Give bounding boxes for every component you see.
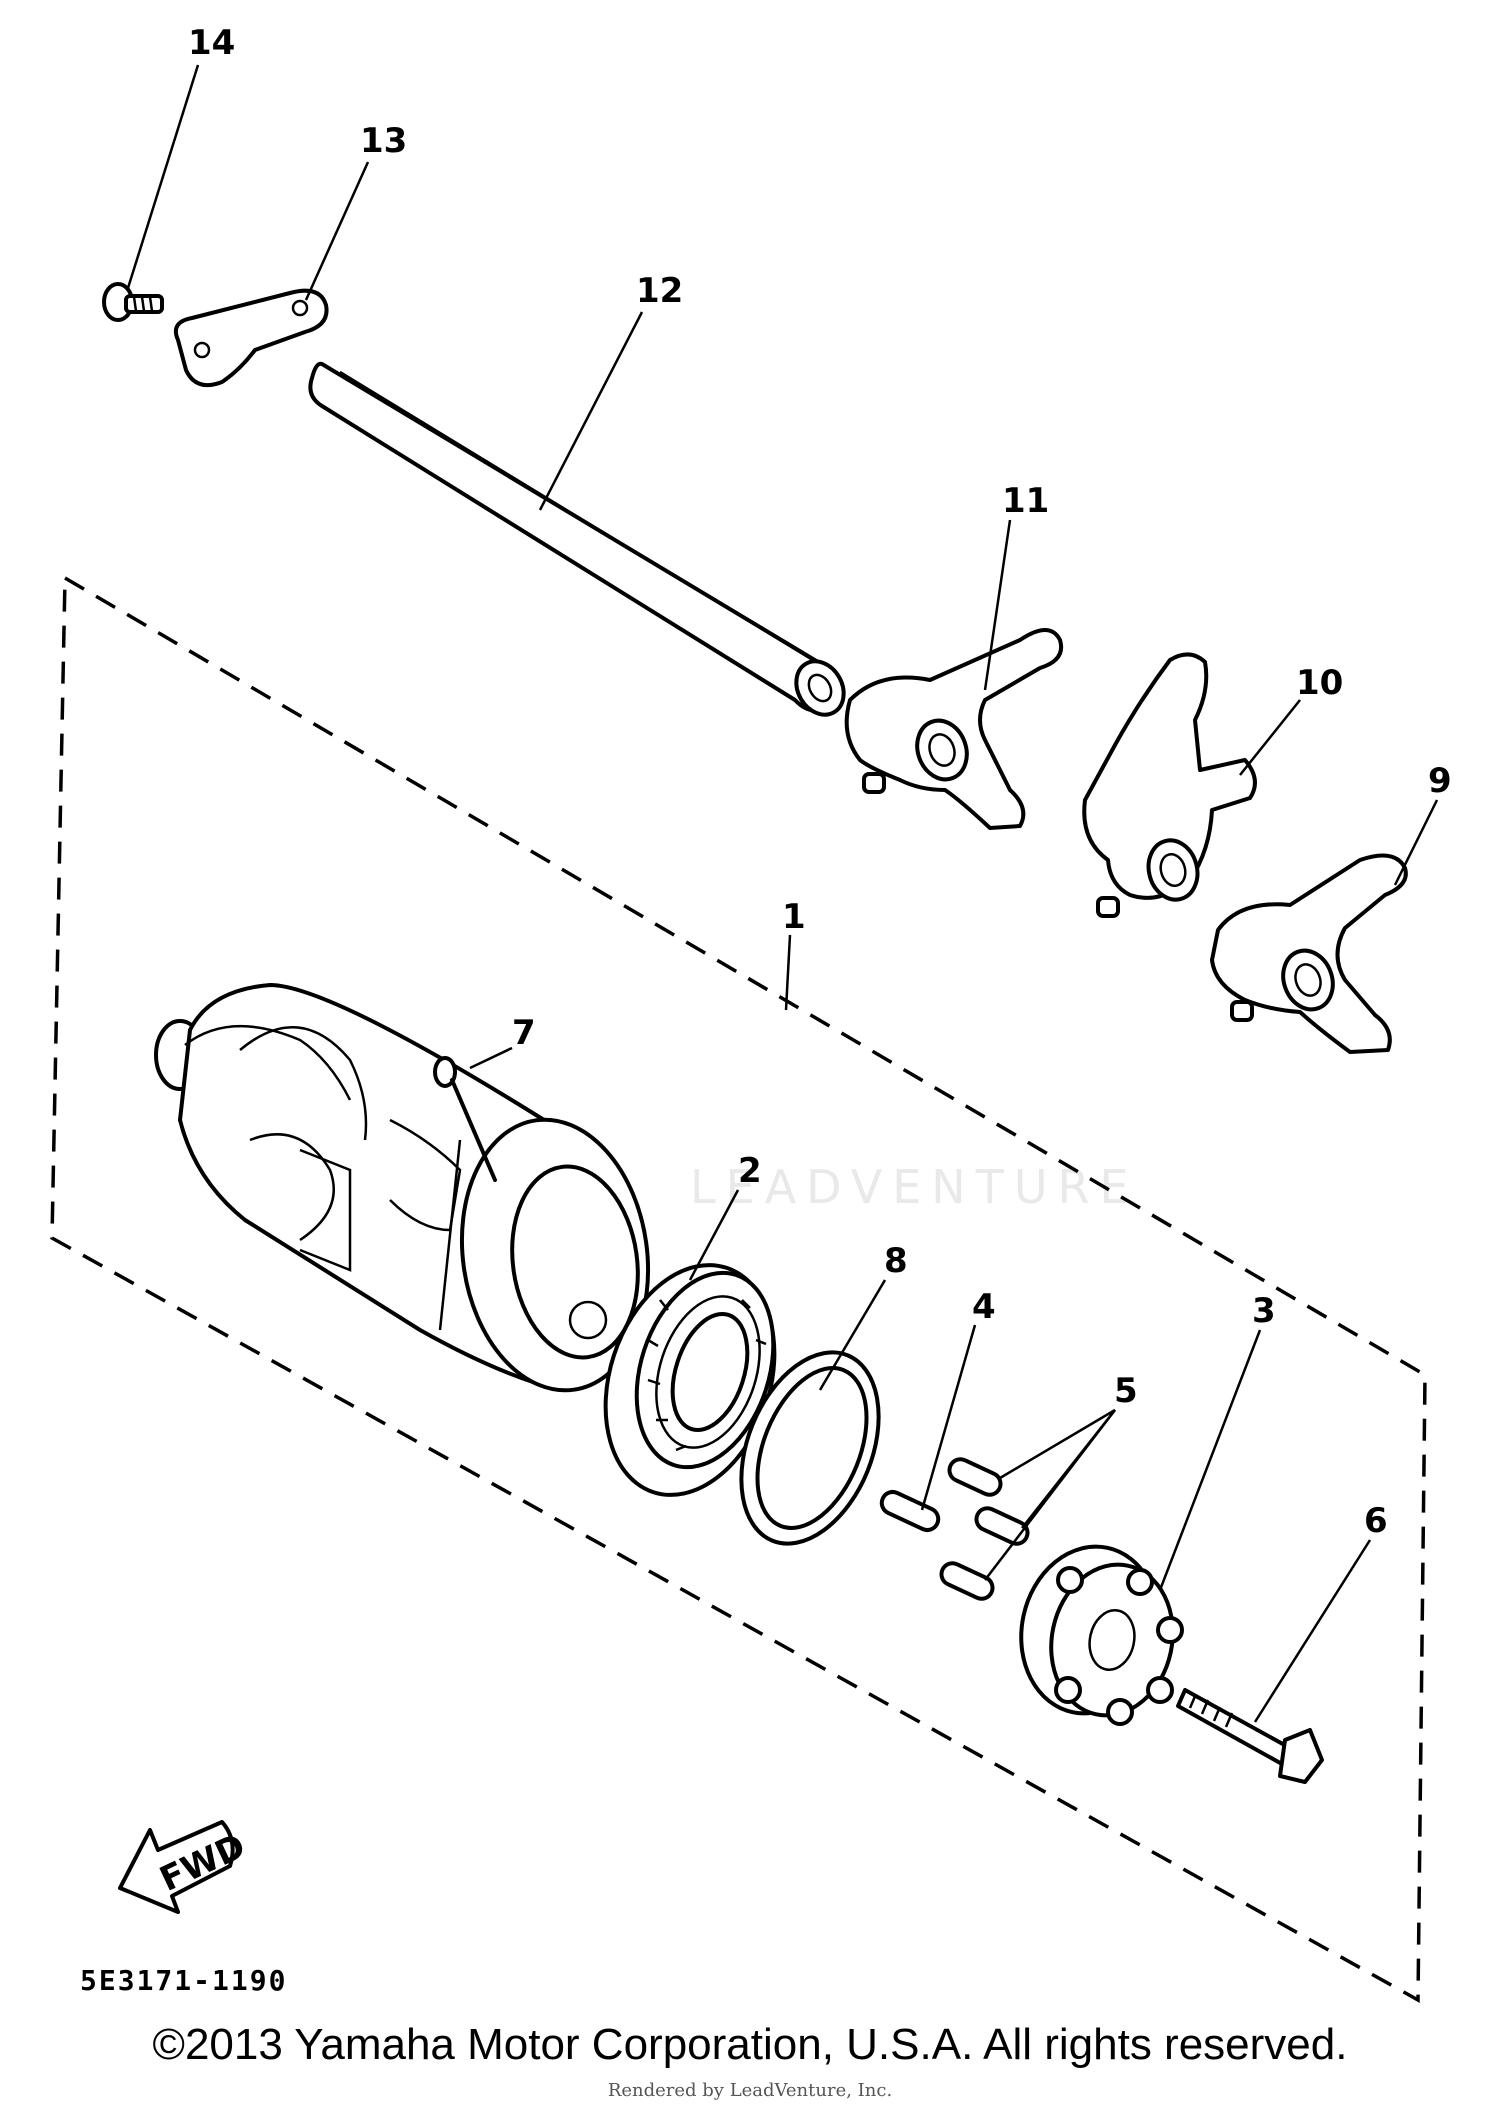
- part-code: 5E3171-1190: [80, 1964, 287, 1997]
- part-13-plate: [173, 288, 329, 387]
- rendered-by-note: Rendered by LeadVenture, Inc.: [607, 2080, 893, 2101]
- part-7-pin: [433, 1056, 497, 1182]
- callout-13: 13: [360, 121, 407, 161]
- fwd-arrow-icon: FWD: [118, 1820, 251, 1914]
- callout-5: 5: [1114, 1371, 1138, 1411]
- callout-10: 10: [1296, 663, 1343, 703]
- callout-9: 9: [1428, 761, 1452, 801]
- part-5-pins: [939, 1457, 1030, 1601]
- part-2-bearing: [603, 1263, 777, 1497]
- callout-1: 1: [782, 897, 806, 937]
- callouts: 14 13 12 11 10 9 1 7 2 8 4 5 3 6: [188, 23, 1452, 1541]
- part-10-shift-fork: [1082, 652, 1257, 918]
- leader-lines: [126, 64, 1439, 1723]
- callout-2: 2: [738, 1151, 762, 1191]
- assembly-boundary: [50, 574, 1427, 2003]
- callout-6: 6: [1364, 1501, 1388, 1541]
- part-6-bolt: [1176, 1688, 1324, 1784]
- callout-3: 3: [1252, 1291, 1276, 1331]
- callout-12: 12: [636, 271, 683, 311]
- part-4-pin: [879, 1489, 941, 1533]
- copyright-notice: ©2013 Yamaha Motor Corporation, U.S.A. A…: [152, 2020, 1348, 2069]
- callout-14: 14: [188, 23, 235, 63]
- part-11-shift-fork: [844, 628, 1063, 830]
- part-9-shift-fork: [1210, 853, 1408, 1054]
- part-14-screw: [102, 282, 164, 322]
- part-3-segment: [1019, 1544, 1184, 1726]
- part-12-guide-bar: [308, 361, 846, 717]
- part-8-ring: [739, 1350, 881, 1546]
- callout-4: 4: [972, 1287, 996, 1327]
- callout-11: 11: [1002, 481, 1049, 521]
- part-1-shift-drum: [154, 983, 651, 1393]
- callout-7: 7: [512, 1013, 536, 1053]
- callout-8: 8: [884, 1241, 908, 1281]
